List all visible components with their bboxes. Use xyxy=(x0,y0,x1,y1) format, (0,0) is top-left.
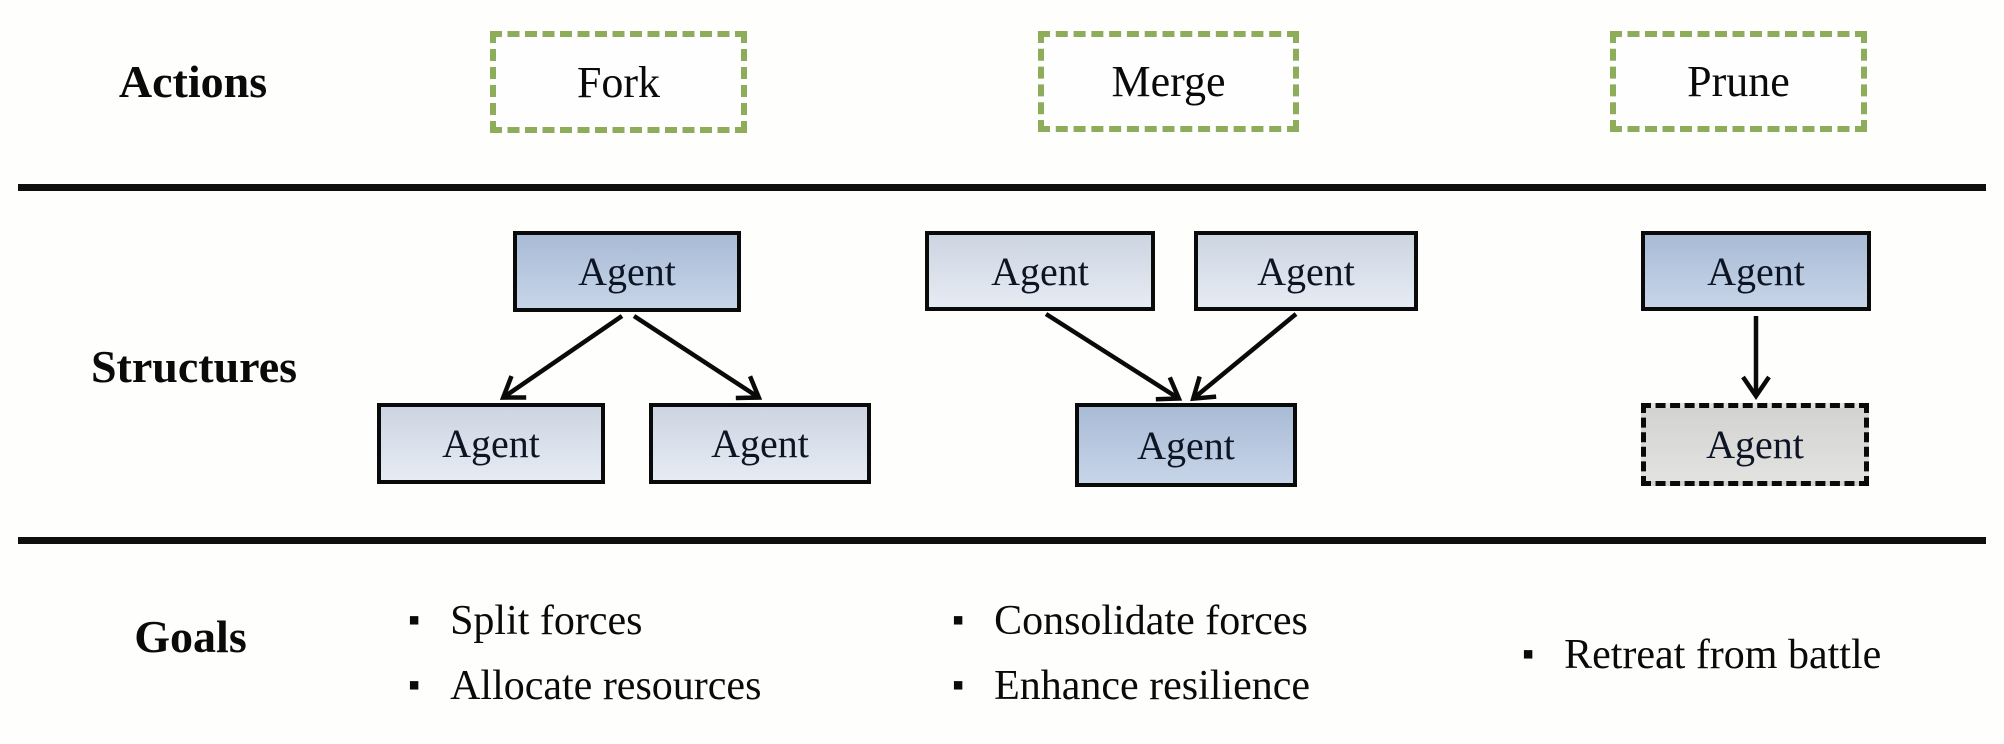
goals-merge-list: ▪ Consolidate forces ▪ Enhance resilienc… xyxy=(952,594,1310,713)
actions-row-label: Actions xyxy=(118,56,268,107)
action-box-fork-label: Fork xyxy=(576,57,661,107)
prune-parent-agent: Agent xyxy=(1641,231,1871,311)
goal-item: ▪ Consolidate forces xyxy=(952,594,1310,648)
goal-text: Split forces xyxy=(450,598,643,644)
fork-arrow-left xyxy=(499,314,624,400)
merge-arrow-left xyxy=(1044,312,1183,402)
agent-label: Agent xyxy=(1257,248,1355,294)
agent-label: Agent xyxy=(1706,422,1804,467)
goal-item: ▪ Allocate resources xyxy=(408,659,761,713)
merge-parent-left-agent: Agent xyxy=(925,231,1155,311)
goal-text: Enhance resilience xyxy=(994,663,1311,709)
goals-prune-list: ▪ Retreat from battle xyxy=(1522,628,1881,682)
merge-parent-right-agent: Agent xyxy=(1194,231,1418,311)
goal-text: Allocate resources xyxy=(450,663,762,709)
fork-child-left-agent: Agent xyxy=(377,403,605,484)
agent-label: Agent xyxy=(442,421,540,466)
bullet-icon: ▪ xyxy=(408,667,421,704)
goal-text: Retreat from battle xyxy=(1564,632,1882,678)
agent-label: Agent xyxy=(1707,248,1805,294)
merge-arrow-right xyxy=(1190,312,1298,402)
bullet-icon: ▪ xyxy=(952,667,965,704)
prune-pruned-agent: Agent xyxy=(1641,403,1869,486)
goal-item: ▪ Enhance resilience xyxy=(952,659,1310,713)
bullet-icon: ▪ xyxy=(408,602,421,639)
goals-fork-list: ▪ Split forces ▪ Allocate resources xyxy=(408,594,761,713)
structures-row-label: Structures xyxy=(90,341,298,392)
agent-label: Agent xyxy=(578,249,676,294)
bullet-icon: ▪ xyxy=(952,602,965,639)
separator-bottom xyxy=(18,537,1986,544)
goals-row-label: Goals xyxy=(134,611,247,662)
fork-parent-agent: Agent xyxy=(513,231,741,312)
agent-label: Agent xyxy=(991,248,1089,294)
goal-text: Consolidate forces xyxy=(994,598,1308,644)
action-box-merge: Merge xyxy=(1038,31,1299,132)
agent-label: Agent xyxy=(1137,422,1235,468)
goal-item: ▪ Retreat from battle xyxy=(1522,628,1881,682)
bullet-icon: ▪ xyxy=(1522,636,1535,673)
fork-arrow-right xyxy=(632,314,763,401)
action-box-prune: Prune xyxy=(1610,31,1867,132)
separator-top xyxy=(18,184,1986,191)
action-box-fork: Fork xyxy=(490,31,747,133)
agent-label: Agent xyxy=(711,421,809,466)
action-box-prune-label: Prune xyxy=(1687,57,1790,106)
fork-child-right-agent: Agent xyxy=(649,403,871,484)
goal-item: ▪ Split forces xyxy=(408,594,761,648)
action-box-merge-label: Merge xyxy=(1111,57,1226,106)
merge-child-agent: Agent xyxy=(1075,403,1297,487)
